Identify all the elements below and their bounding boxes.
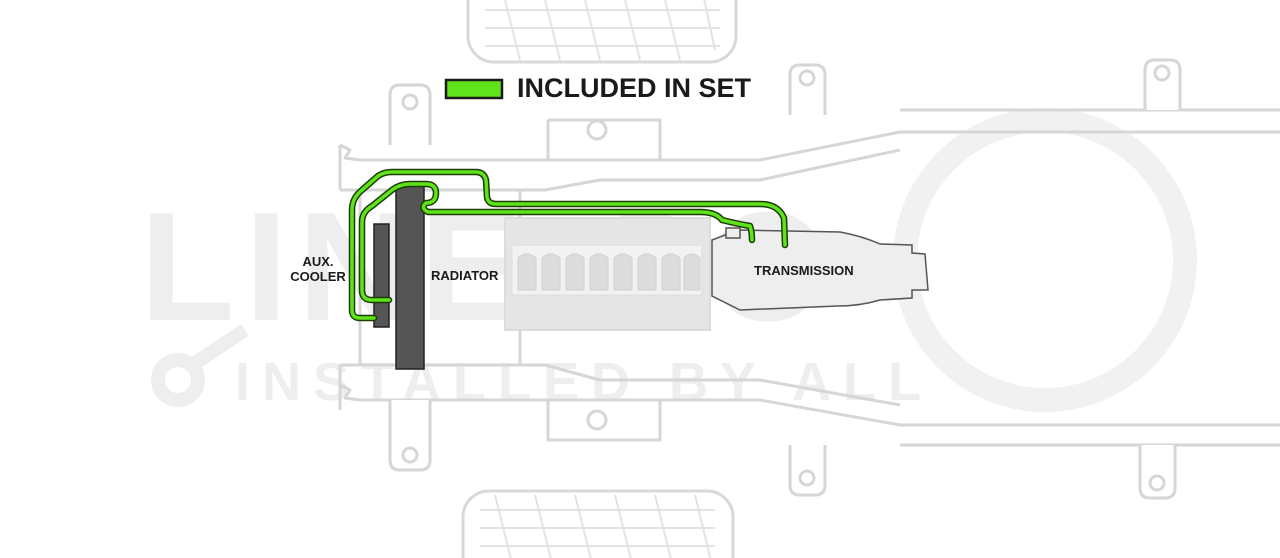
front-tire-top: [466, 0, 738, 64]
legend-label: INCLUDED IN SET: [517, 73, 752, 103]
watermark-ring: [893, 108, 1197, 412]
radiator-label: RADIATOR: [431, 268, 499, 283]
frame-brackets: [388, 58, 1182, 500]
engine: [504, 217, 711, 331]
transmission: [711, 227, 929, 311]
aux-cooler-label-line1: AUX.: [302, 254, 333, 269]
included-cooler-lines: [348, 168, 789, 322]
aux-cooler: [373, 223, 390, 328]
legend-swatch: [444, 78, 504, 100]
front-tire-bottom: [461, 489, 735, 558]
watermark-tagline: INSTALLED BY ALL: [235, 352, 933, 412]
radiator: [395, 185, 425, 370]
wrench-icon: [151, 324, 249, 407]
legend: INCLUDED IN SET: [444, 73, 752, 103]
aux-cooler-label-line2: COOLER: [290, 269, 346, 284]
transmission-label: TRANSMISSION: [754, 263, 854, 278]
